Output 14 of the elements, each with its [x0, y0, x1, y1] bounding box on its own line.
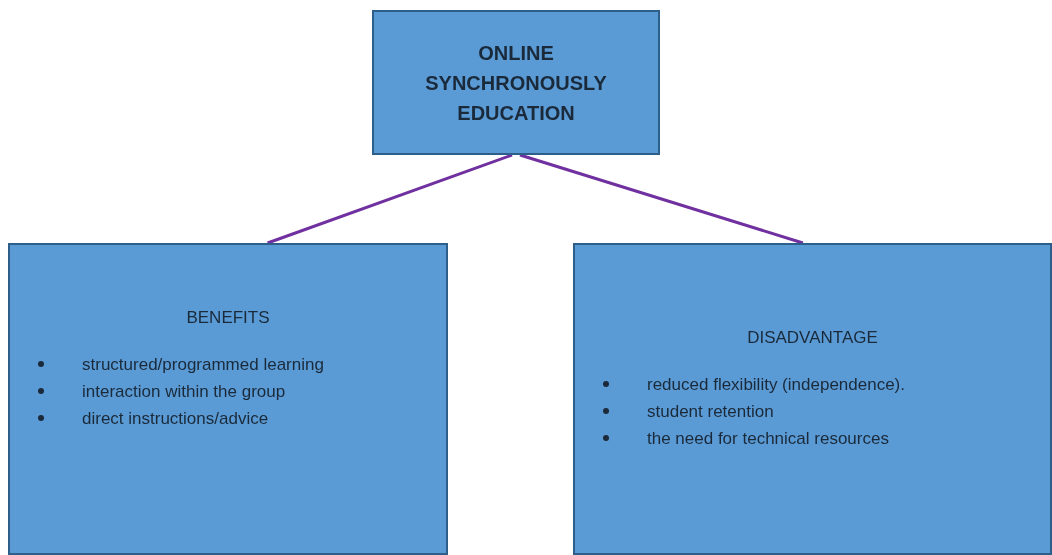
- bullet-item: direct instructions/advice: [82, 407, 269, 430]
- bullet-item: student retention: [647, 400, 774, 423]
- title-box: [372, 10, 660, 155]
- bullet-item: the need for technical resources: [647, 427, 889, 450]
- bullet-item: structured/programmed learning: [82, 353, 324, 376]
- bullet-item: reduced flexibility (independence).: [647, 373, 905, 396]
- box-heading: ONLINE SYNCHRONOUSLY EDUCATION: [424, 40, 608, 126]
- box-heading: BENEFITS: [186, 307, 270, 329]
- bullet-item: interaction within the group: [82, 380, 286, 403]
- connector-line: [519, 153, 804, 245]
- box-heading: DISADVANTAGE: [747, 327, 878, 349]
- content-box: [8, 243, 448, 555]
- connector-line: [267, 153, 513, 245]
- content-box: [573, 243, 1052, 555]
